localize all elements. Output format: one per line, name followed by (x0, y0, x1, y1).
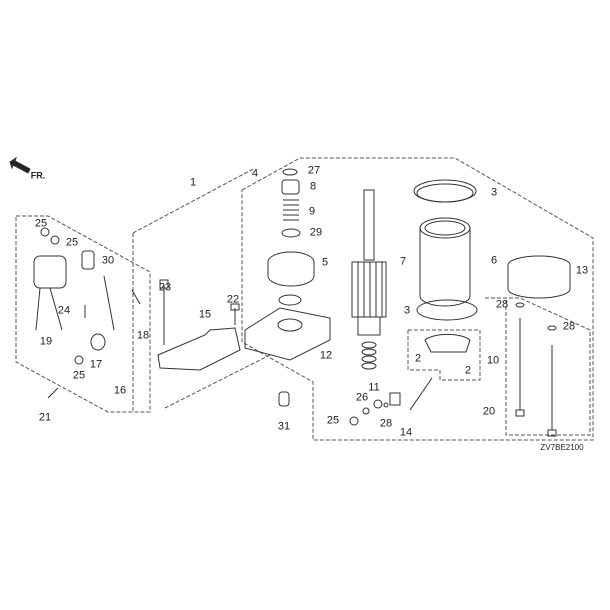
part-callout-3: 3 (403, 304, 411, 317)
part-callout-26: 26 (355, 391, 369, 404)
part-callout-2: 2 (464, 364, 472, 377)
part-callout-23: 23 (158, 281, 172, 294)
part-callout-13: 13 (575, 264, 589, 277)
part-callout-16: 16 (113, 384, 127, 397)
part-callout-18: 18 (136, 329, 150, 342)
front-arrow-icon (9, 156, 31, 174)
part-callout-25: 25 (72, 369, 86, 382)
part-callout-28: 28 (562, 320, 576, 333)
part-callout-3: 3 (490, 186, 498, 199)
part-callout-15: 15 (198, 308, 212, 321)
part-callout-27: 27 (307, 164, 321, 177)
part-callout-22: 22 (226, 293, 240, 306)
part-callout-2: 2 (414, 352, 422, 365)
part-callout-10: 10 (486, 354, 500, 367)
diagram-code: ZV7BE2100 (540, 443, 584, 452)
part-callout-5: 5 (321, 256, 329, 269)
part-callout-11: 11 (368, 381, 380, 394)
part-callout-28: 28 (495, 298, 509, 311)
part-callout-19: 19 (39, 335, 53, 348)
part-callout-21: 21 (38, 411, 52, 424)
front-direction-label: FR. (30, 170, 46, 181)
part-callout-1: 1 (189, 176, 197, 189)
part-callout-24: 24 (57, 304, 71, 317)
part-callout-17: 17 (89, 358, 103, 371)
part-callout-31: 31 (277, 420, 291, 433)
part-callout-14: 14 (399, 426, 413, 439)
part-callout-28: 28 (379, 417, 393, 430)
part-callout-20: 20 (482, 405, 496, 418)
part-callout-9: 9 (308, 205, 316, 218)
part-callout-4: 4 (251, 167, 259, 180)
group-outline-lines (15, 157, 594, 441)
part-callout-25: 25 (65, 236, 79, 249)
part-callout-25: 25 (34, 217, 48, 230)
part-callout-7: 7 (399, 255, 407, 268)
part-callout-8: 8 (309, 180, 317, 193)
part-callout-25: 25 (326, 414, 340, 427)
part-callout-30: 30 (101, 254, 115, 267)
part-callout-6: 6 (490, 254, 498, 267)
part-callout-29: 29 (309, 226, 323, 239)
part-callout-12: 12 (319, 349, 333, 362)
